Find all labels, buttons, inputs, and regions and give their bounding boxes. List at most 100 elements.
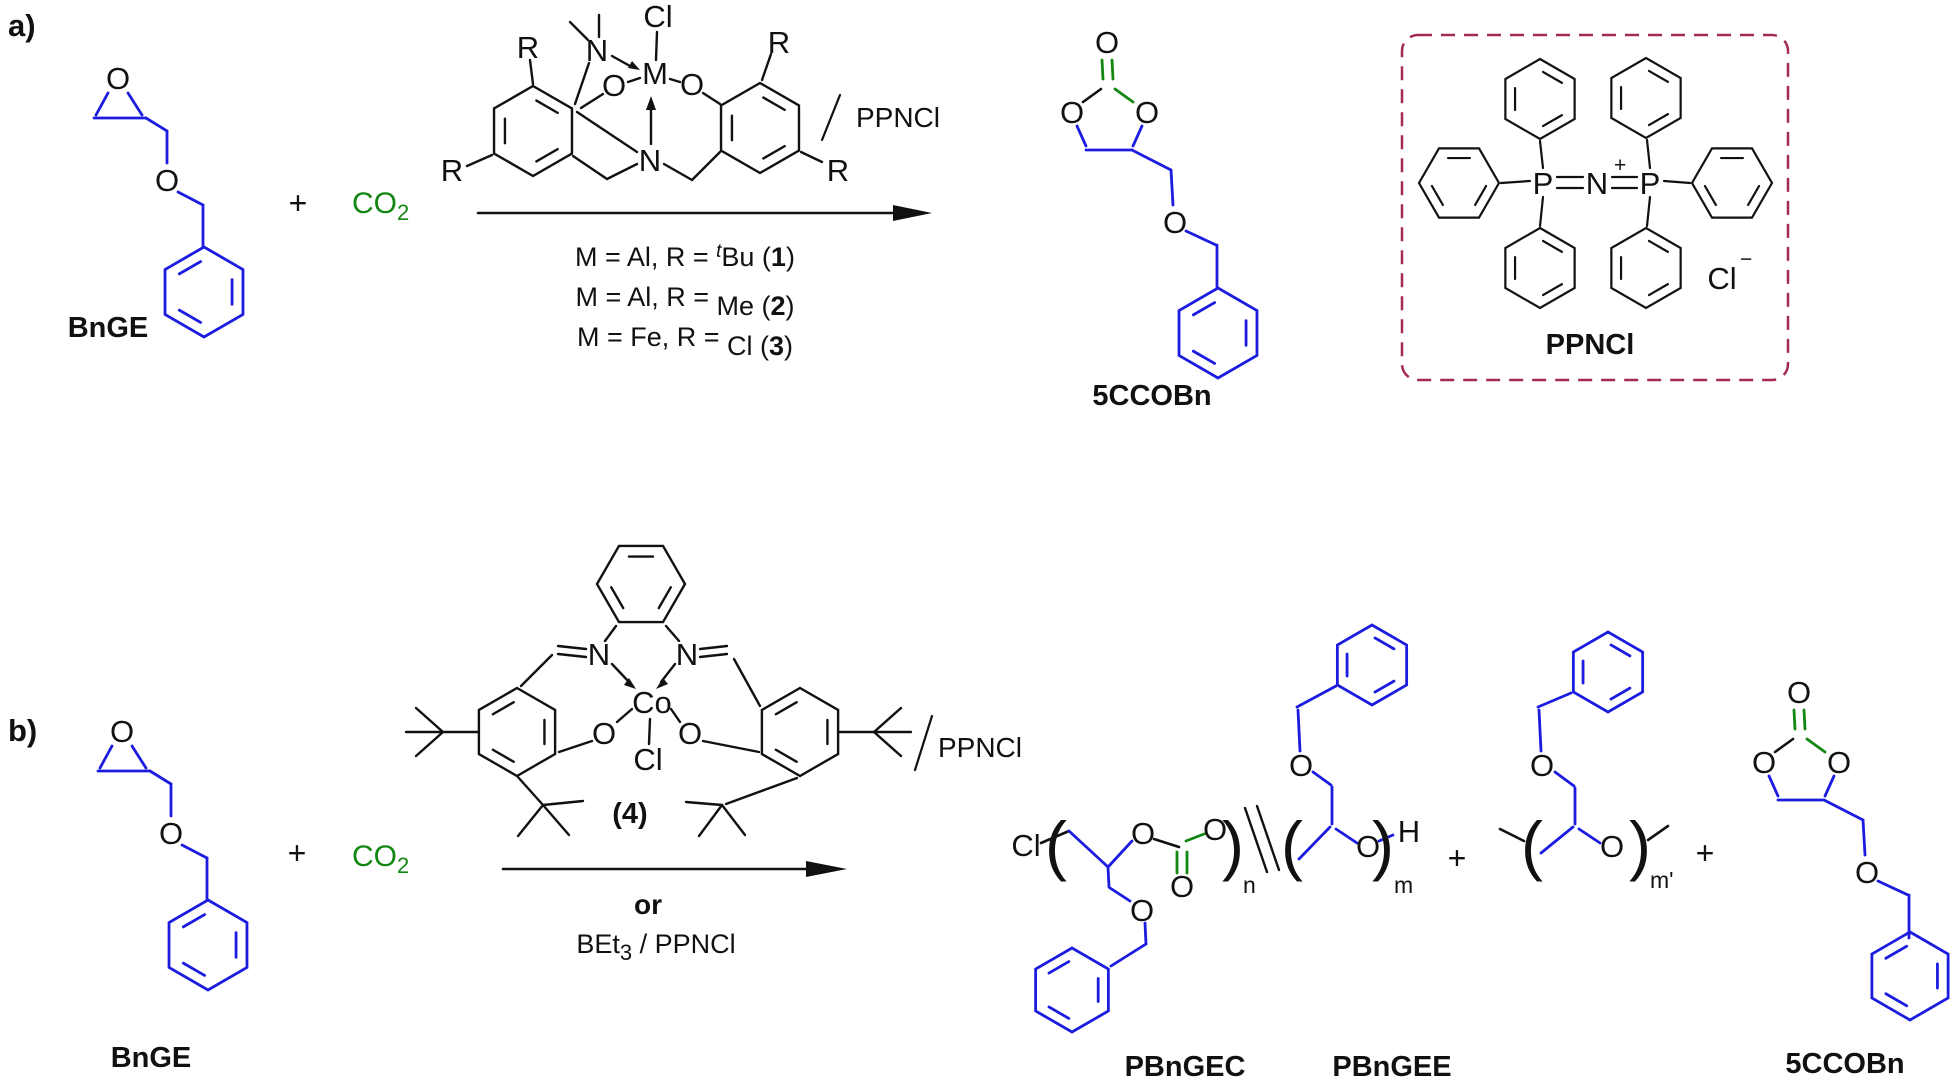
salen-right-ring bbox=[760, 686, 840, 778]
chloride-label: Cl bbox=[643, 0, 672, 34]
benzyl-ring bbox=[1177, 286, 1259, 380]
repeat-bracket-close: ) bbox=[1372, 808, 1394, 882]
dative-arrowhead bbox=[646, 96, 656, 110]
catalyst-a-right-ring bbox=[719, 81, 801, 175]
ring-oxygen-label: O bbox=[1060, 95, 1084, 130]
r-substituent-label: R bbox=[768, 25, 790, 60]
ether-oxygen-label: O bbox=[1855, 855, 1879, 890]
benzyl-ring bbox=[1335, 623, 1409, 707]
catalyst-a-structure: Cl M N O O N R R R R bbox=[441, 0, 849, 188]
condition-line-2: M = Al, R = Me (2) bbox=[575, 282, 794, 321]
phenyl-ring bbox=[1504, 57, 1576, 141]
chloride-counterion-label: Cl bbox=[1707, 261, 1736, 296]
carbonyl-oxygen-label: O bbox=[1095, 25, 1119, 60]
ppncl-cocatalyst-a: PPNCl bbox=[856, 102, 940, 133]
fiveccobn-label-b: 5CCOBn bbox=[1785, 1048, 1904, 1080]
condition-line-1: M = Al, R = tBu (1) bbox=[575, 241, 795, 272]
plus-sign-a: + bbox=[289, 185, 308, 221]
salen-left-ring bbox=[477, 686, 557, 778]
plus-sign-b: + bbox=[288, 835, 307, 871]
dashed-border bbox=[1400, 33, 1790, 382]
reaction-arrow-b bbox=[501, 861, 847, 877]
bnge-structure-a: O O bbox=[92, 61, 245, 339]
epoxide-oxygen-label: O bbox=[110, 714, 134, 749]
plus-sign-products-1: + bbox=[1448, 840, 1467, 876]
subscript-m: m bbox=[1394, 872, 1413, 898]
phosphorus-label: P bbox=[1533, 166, 1554, 201]
phenyl-ring bbox=[1690, 147, 1774, 219]
ppncl-box-label: PPNCl bbox=[1546, 329, 1635, 361]
co2-label-b: CO2 bbox=[352, 840, 409, 878]
o-left-label: O bbox=[602, 68, 626, 103]
catalyst-b-structure: N N Co O O Cl bbox=[404, 544, 913, 838]
benzyl-ring bbox=[163, 245, 245, 339]
benzyl-ring bbox=[1870, 930, 1950, 1022]
bnge-label-b: BnGE bbox=[111, 1042, 192, 1074]
plus-charge: + bbox=[1614, 154, 1626, 177]
side-ether-oxygen-label: O bbox=[1530, 748, 1554, 783]
o-left-label: O bbox=[592, 716, 616, 751]
o-right-label: O bbox=[680, 67, 704, 102]
cyclic-carbonate-a: O O O O bbox=[1060, 25, 1259, 380]
pbngee-label: PBnGEE bbox=[1332, 1051, 1451, 1083]
phosphorus-label: P bbox=[1640, 166, 1661, 201]
benzyl-ring bbox=[1034, 946, 1110, 1034]
pbngec-structure: Cl ( O O O O ) n ( O bbox=[1011, 623, 1420, 1034]
panel-a-label: a) bbox=[8, 8, 36, 43]
repeat-bracket-close: ) bbox=[1222, 808, 1244, 882]
ppncl-box: P N + P Cl − PPNCl bbox=[1400, 33, 1790, 382]
carbonate-oxygen-label: O bbox=[1131, 816, 1155, 851]
repeat-bracket-close: ) bbox=[1629, 808, 1651, 882]
phenyl-ring bbox=[1610, 56, 1682, 140]
plus-sign-products-2: + bbox=[1696, 835, 1715, 871]
repeat-bracket-open: ( bbox=[1281, 808, 1303, 882]
minus-charge: − bbox=[1740, 248, 1752, 271]
benzo-ring bbox=[595, 544, 687, 624]
chain-break bbox=[1243, 806, 1269, 874]
slash-divider-b bbox=[913, 714, 934, 772]
bridge-n-label: N bbox=[639, 143, 661, 178]
phenyl-ring bbox=[1610, 226, 1682, 310]
repeat-bracket-open: ( bbox=[1045, 808, 1067, 882]
catalyst-a-left-ring bbox=[492, 84, 574, 178]
subscript-m-prime: m' bbox=[1650, 867, 1674, 893]
chloride-label: Cl bbox=[633, 742, 662, 777]
r-substituent-label: R bbox=[517, 30, 539, 65]
panel-b-label: b) bbox=[8, 713, 37, 748]
ppncl-cocatalyst-b: PPNCl bbox=[938, 732, 1022, 763]
arrowhead bbox=[893, 205, 932, 221]
epoxide-oxygen-label: O bbox=[106, 61, 130, 96]
dative-arrowhead bbox=[656, 678, 668, 689]
subscript-n: n bbox=[1243, 872, 1256, 898]
nitrogen-label: N bbox=[1586, 166, 1608, 201]
condition-line-3: M = Fe, R = Cl (3) bbox=[577, 322, 793, 361]
bet3-ppncl-conditions: BEt3 / PPNCl bbox=[576, 929, 735, 965]
fiveccobn-label-a: 5CCOBn bbox=[1092, 380, 1211, 412]
ring-oxygen-label: O bbox=[1827, 745, 1851, 780]
dative-arrowhead bbox=[628, 61, 640, 70]
chain-break bbox=[1255, 804, 1281, 872]
ether-oxygen-label: O bbox=[155, 163, 179, 198]
cyclic-carbonate-b: O O O O bbox=[1752, 675, 1950, 1022]
imine-n-label: N bbox=[588, 637, 610, 672]
repeat-bracket-open: ( bbox=[1521, 808, 1543, 882]
benzyl-ring bbox=[167, 898, 249, 992]
carbonyl-oxygen-label: O bbox=[1170, 869, 1194, 904]
ring-oxygen-label: O bbox=[1752, 745, 1776, 780]
benzyl-ring bbox=[1571, 630, 1645, 714]
bnge-structure-b: O O bbox=[96, 714, 249, 992]
ether-oxygen-label: O bbox=[1163, 205, 1187, 240]
side-ether-oxygen-label: O bbox=[1130, 893, 1154, 928]
phenyl-ring bbox=[1417, 147, 1501, 219]
cobalt-label: Co bbox=[632, 685, 672, 720]
reaction-arrow-a bbox=[476, 205, 932, 221]
metal-label: M bbox=[642, 56, 668, 91]
imine-n-label: N bbox=[676, 637, 698, 672]
bnge-label-a: BnGE bbox=[68, 312, 149, 344]
pbngee-structure: ( O O ) m' bbox=[1498, 630, 1674, 893]
side-ether-oxygen-label: O bbox=[1289, 748, 1313, 783]
co2-label-a: CO2 bbox=[352, 187, 409, 225]
pbngec-label: PBnGEC bbox=[1125, 1051, 1246, 1083]
